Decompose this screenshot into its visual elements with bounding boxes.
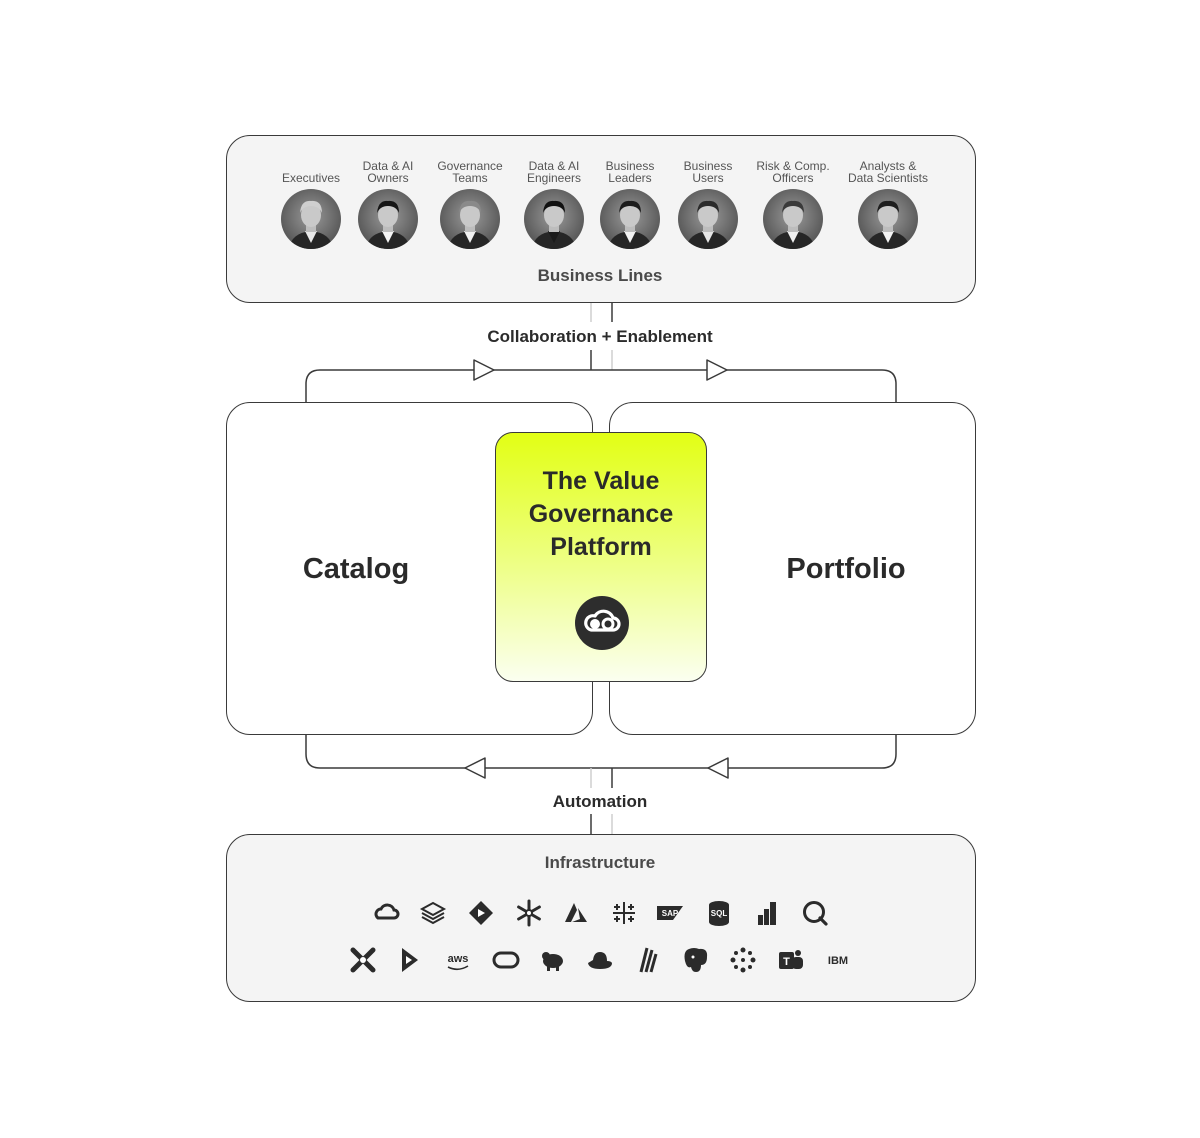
snowflake-icon: [514, 898, 544, 928]
databricks-icon: [418, 898, 448, 928]
persona-label: Governance Teams: [437, 159, 503, 185]
persona-7: Analysts & Data Scientists: [838, 150, 938, 249]
persona-5: Business Users: [658, 150, 758, 249]
svg-text:SQL: SQL: [711, 909, 728, 918]
executive-avatar: [281, 189, 341, 249]
collaboration-label: Collaboration + Enablement: [487, 327, 713, 346]
svg-text:aws: aws: [448, 953, 469, 965]
ibm-icon: IBM: [823, 945, 853, 975]
dynamics-icon: [395, 945, 425, 975]
oracle-icon: [491, 945, 521, 975]
persona-1: Data & AI Owners: [338, 150, 438, 249]
arrow-left-icon: [464, 757, 486, 779]
persona-label: Business Users: [683, 159, 733, 185]
persona-label: Executives: [281, 171, 341, 185]
user-avatar: [678, 189, 738, 249]
persona-label: Data & AI Owners: [362, 159, 414, 185]
aws-icon: aws: [443, 945, 473, 975]
arrow-left-icon: [707, 757, 729, 779]
persona-0: Executives: [261, 150, 361, 249]
svg-text:SAP: SAP: [662, 909, 679, 918]
value-governance-platform-card: The Value Governance Platform: [495, 432, 707, 682]
postgresql-icon: [681, 945, 711, 975]
arrow-right-icon: [706, 359, 728, 381]
owner-avatar: [358, 189, 418, 249]
starburst-icon: [633, 945, 663, 975]
tableau-icon: [609, 898, 639, 928]
governance-avatar: [440, 189, 500, 249]
hadoop-icon: [538, 945, 568, 975]
risk-officer-avatar: [763, 189, 823, 249]
persona-label: Business Leaders: [605, 159, 655, 185]
svg-text:IBM: IBM: [828, 955, 848, 967]
infrastructure-title: Infrastructure: [544, 853, 656, 872]
dbt-icon: [348, 945, 378, 975]
persona-2: Governance Teams: [420, 150, 520, 249]
persona-6: Risk & Comp. Officers: [743, 150, 843, 249]
engineer-avatar: [524, 189, 584, 249]
persona-label: Analysts & Data Scientists: [847, 159, 929, 185]
redhat-icon: [585, 945, 615, 975]
platform-title: The Value Governance Platform: [528, 467, 674, 561]
google-cloud-icon: [371, 898, 401, 928]
sql-server-icon: SQL: [704, 898, 734, 928]
business-lines-title: Business Lines: [537, 266, 663, 285]
persona-label: Risk & Comp. Officers: [756, 159, 830, 185]
portfolio-label: Portfolio: [786, 553, 906, 585]
qlik-icon: [800, 898, 830, 928]
arrow-right-icon: [473, 359, 495, 381]
svg-text:T: T: [783, 956, 790, 968]
leader-avatar: [600, 189, 660, 249]
automation-label: Automation: [552, 792, 648, 811]
persona-label: Data & AI Engineers: [526, 159, 582, 185]
power-bi-bars-icon: [752, 898, 782, 928]
azure-icon: [561, 898, 591, 928]
cloud-logo-icon: [575, 596, 629, 650]
power-bi-icon: [466, 898, 496, 928]
teams-icon: T: [776, 945, 806, 975]
infrastructure-panel: [226, 834, 976, 1002]
analyst-avatar: [858, 189, 918, 249]
sap-icon: SAP: [655, 898, 685, 928]
persona-3: Data & AI Engineers: [504, 150, 604, 249]
persona-4: Business Leaders: [580, 150, 680, 249]
catalog-label: Catalog: [302, 553, 410, 585]
looker-icon: [728, 945, 758, 975]
